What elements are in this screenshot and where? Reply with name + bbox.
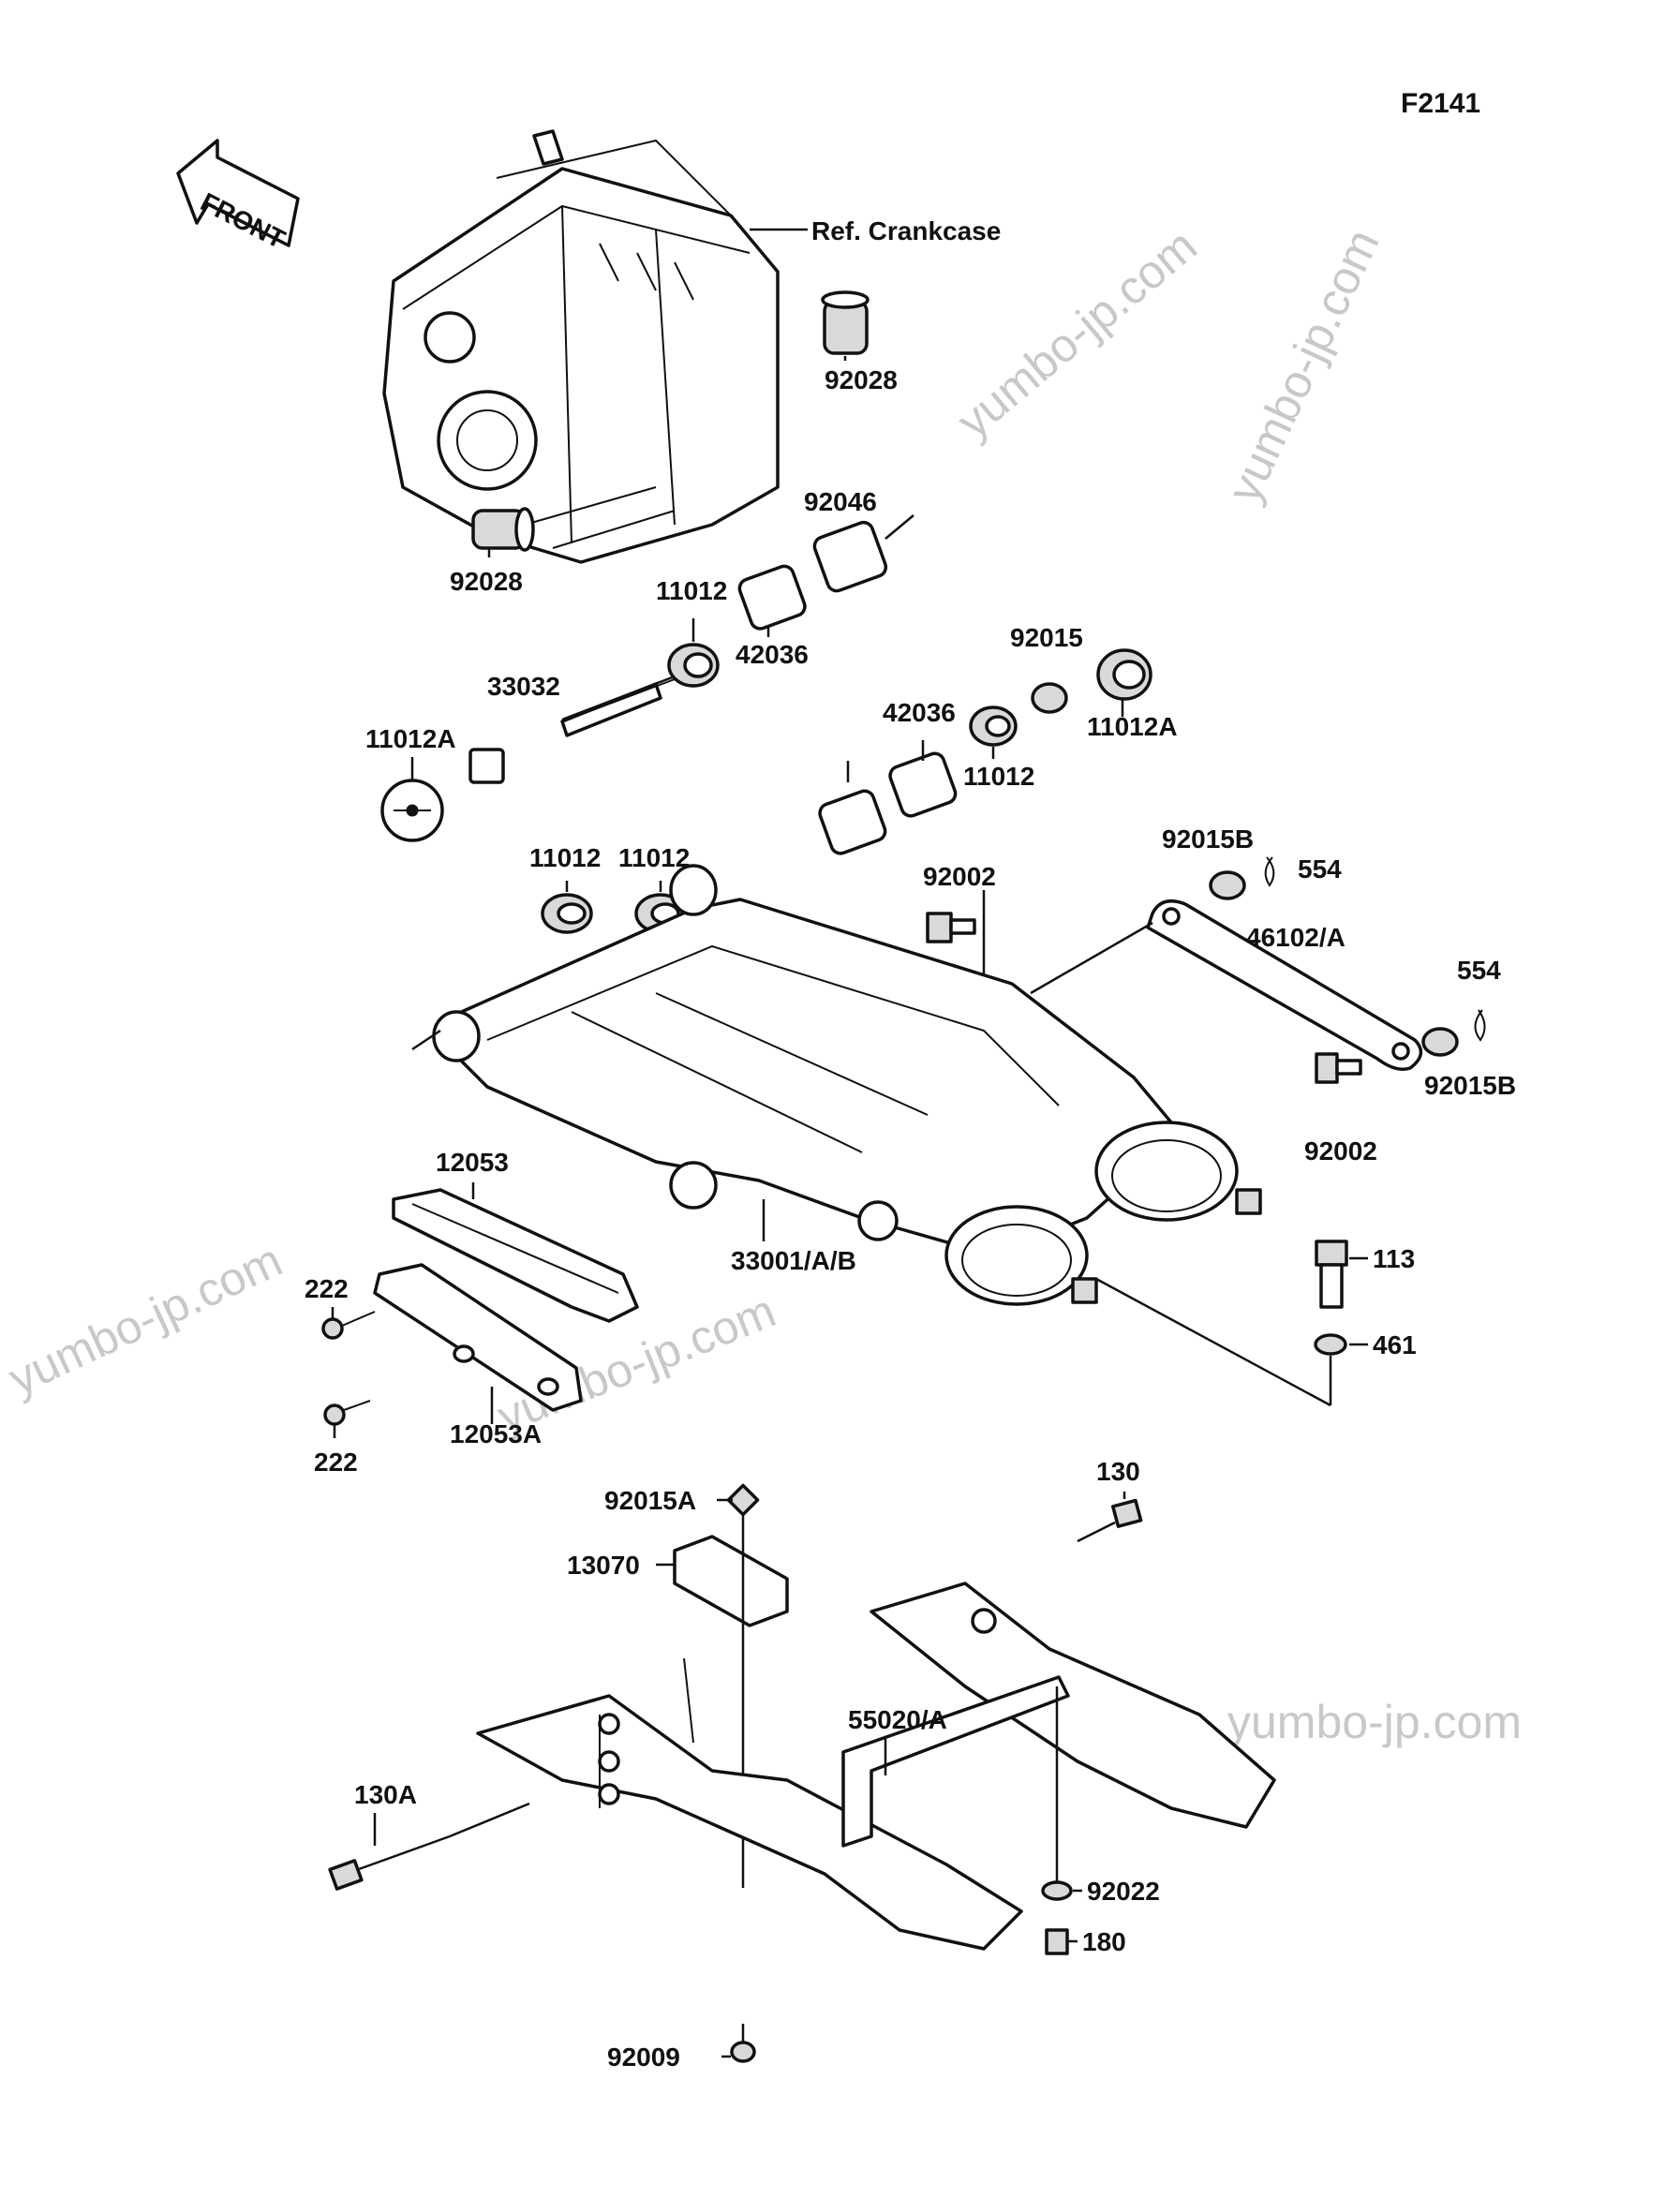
part-label-46102A: 46102/A: [1246, 923, 1345, 952]
watermark: yumbo-jp.com: [947, 219, 1207, 449]
chain-slipper-12053: [392, 1188, 639, 1323]
part-label-92022: 92022: [1087, 1877, 1160, 1906]
part-label-92015B: 92015B: [1162, 824, 1254, 854]
part-label-55020A: 55020/A: [848, 1705, 947, 1734]
screw-222-upper: [321, 1311, 376, 1340]
part-label-11012: 11012: [529, 843, 601, 872]
part-label-554: 554: [1298, 854, 1342, 884]
bolt-130A: [328, 1834, 451, 1891]
watermark: yumbo-jp.com: [1217, 221, 1389, 510]
bolt-130: [1077, 1498, 1143, 1543]
part-label-33032: 33032: [487, 672, 560, 701]
nut-92015A: [726, 1483, 760, 1517]
part-label-11012A: 11012A: [1087, 712, 1178, 741]
front-arrow-icon: FRONT: [176, 139, 300, 254]
sleeve-42036-lower: [888, 751, 958, 818]
part-label-92028: 92028: [450, 567, 523, 596]
part-label-42036: 42036: [736, 640, 809, 669]
bolt-92002-lower: [1315, 1052, 1362, 1084]
oil-seal-11012-frame-left: [541, 893, 593, 934]
cap-11012A-right: [1096, 648, 1152, 701]
part-label-11012: 11012: [618, 843, 690, 872]
part-label-11012A: 11012A: [365, 724, 456, 753]
part-label-11012: 11012: [963, 762, 1034, 791]
cotter-pin-554-lower: [1474, 1009, 1486, 1042]
tie-rod-46102A: [1146, 899, 1423, 1071]
leader-line: [1095, 1277, 1331, 1407]
part-label-113: 113: [1373, 1244, 1415, 1273]
nut-180: [1045, 1928, 1069, 1955]
part-label-92002: 92002: [1304, 1136, 1377, 1166]
part-label-33001AB: 33001/A/B: [731, 1246, 856, 1275]
screw-222-lower: [323, 1400, 371, 1426]
chain-guide-12053A: [373, 1263, 583, 1412]
leader-line: [449, 1802, 530, 1838]
watermark: yumbo-jp.com: [1, 1234, 290, 1405]
washer-92022: [1041, 1880, 1073, 1901]
watermark: yumbo-jp.com: [1227, 1696, 1522, 1748]
nut-92015B-upper: [1209, 870, 1246, 900]
oil-seal-11012-right: [969, 705, 1018, 747]
part-label-92002: 92002: [923, 862, 996, 891]
part-label-11012: 11012: [656, 576, 727, 605]
part-label-12053A: 12053A: [450, 1419, 542, 1448]
sleeve-42036-upper: [737, 564, 807, 631]
part-label-13070: 13070: [567, 1551, 640, 1580]
pivot-shaft-33032: [560, 678, 676, 737]
leader-line: [411, 1029, 441, 1051]
chain-cover-55020A: [476, 1582, 1276, 1951]
plate-13070: [673, 1535, 789, 1627]
nut-92015B-lower: [1421, 1027, 1459, 1057]
cotter-pin-554-upper: [1264, 856, 1275, 887]
leader-line: [561, 675, 676, 721]
part-label-92015: 92015: [1010, 623, 1083, 652]
washer-461: [1314, 1333, 1347, 1356]
crankcase-illustration: [382, 129, 780, 564]
part-label-130A: 130A: [354, 1780, 417, 1809]
part-label-92046: 92046: [804, 487, 877, 516]
part-label-92009: 92009: [607, 2042, 680, 2072]
bushing-92028-upper: [821, 290, 870, 355]
bolt-92002-upper: [926, 912, 976, 943]
part-label-554: 554: [1457, 956, 1501, 985]
collar-92015: [1031, 682, 1068, 714]
needle-bearing-92046: [812, 514, 914, 593]
part-label-92028: 92028: [825, 365, 898, 394]
bolt-113: [1315, 1240, 1348, 1309]
bushing-92028-lower: [471, 507, 535, 552]
figure-code: F2141: [1401, 88, 1480, 119]
part-label-92015B: 92015B: [1424, 1071, 1516, 1100]
needle-bearing-lower: [818, 761, 887, 855]
part-label-42036: 42036: [883, 698, 956, 727]
cap-11012A-left: [380, 779, 444, 842]
oil-seal-11012-upper: [667, 643, 720, 688]
part-label-180: 180: [1082, 1927, 1126, 1956]
swing-arm-33001: [432, 864, 1262, 1306]
part-label-12053: 12053: [436, 1148, 509, 1177]
collar-nut-left: [468, 748, 505, 784]
part-label-222: 222: [314, 1448, 358, 1477]
part-label-130: 130: [1096, 1457, 1140, 1486]
part-label-92015A: 92015A: [604, 1486, 696, 1515]
part-label-461: 461: [1373, 1330, 1417, 1359]
screw-92009: [730, 2024, 756, 2063]
ref-label: Ref. Crankcase: [811, 216, 1001, 245]
leader-line: [1030, 921, 1153, 995]
part-label-222: 222: [305, 1274, 349, 1303]
